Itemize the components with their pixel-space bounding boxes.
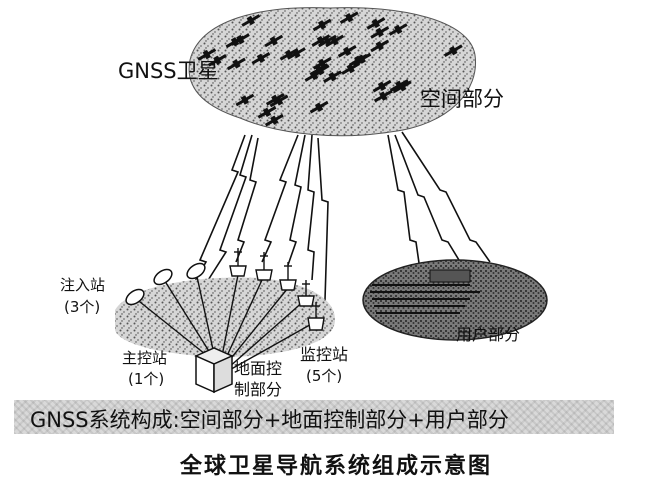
signal-link <box>318 138 328 300</box>
injection-station-count: (3个) <box>64 298 100 316</box>
signal-link <box>236 138 258 262</box>
monitor-station-label: 监控站 <box>300 345 348 364</box>
injection-station-dish <box>184 260 207 281</box>
gnss-satellite-label: GNSS卫星 <box>118 59 219 83</box>
composition-text: GNSS系统构成:空间部分+地面控制部分+用户部分 <box>30 404 509 434</box>
signal-link <box>308 135 314 280</box>
monitor-station-count: (5个) <box>306 367 342 385</box>
signal-link <box>205 135 252 285</box>
master-station-label: 主控站 <box>122 349 167 367</box>
monitor-station-antenna <box>280 262 296 290</box>
user-segment-label: 用户部分 <box>456 325 520 344</box>
injection-station-label: 注入站 <box>60 276 105 294</box>
signal-link <box>262 135 298 262</box>
space-segment-label: 空间部分 <box>420 87 504 111</box>
ground-segment-label-line2: 制部分 <box>234 380 282 399</box>
master-station-count: (1个) <box>128 370 164 388</box>
monitor-station-antenna <box>256 252 272 280</box>
composition-band: GNSS系统构成:空间部分+地面控制部分+用户部分 <box>14 400 614 434</box>
signal-links-user <box>388 132 490 270</box>
ground-segment-label-line1: 地面控 <box>234 359 282 378</box>
master-control-building <box>196 348 232 392</box>
space-segment-cloud <box>189 8 475 136</box>
figure-caption: 全球卫星导航系统组成示意图 <box>0 448 672 480</box>
signal-link <box>388 135 420 270</box>
monitor-station-antenna <box>230 248 246 276</box>
